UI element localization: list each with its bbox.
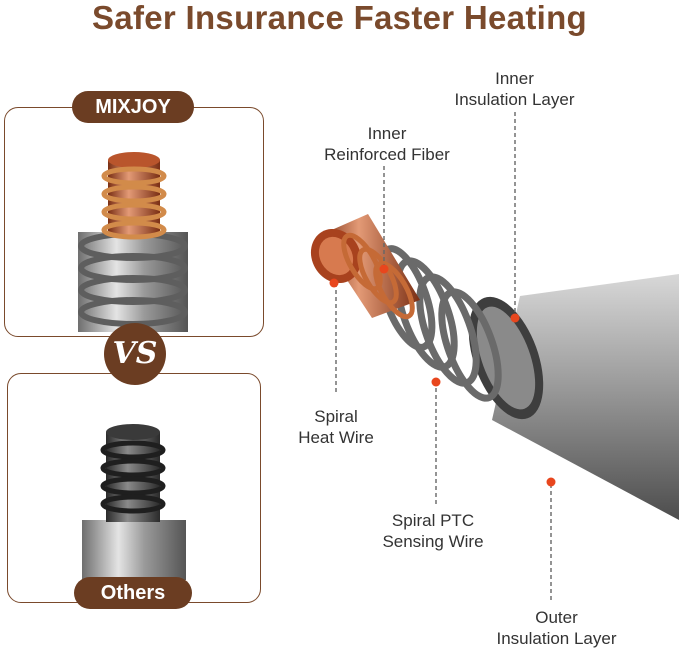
- label-inner-fiber: Inner Reinforced Fiber: [302, 123, 472, 165]
- marker-inner-fiber: [379, 264, 389, 274]
- label-inner-insulation-line1: Inner: [495, 69, 534, 88]
- others-cable-image: [82, 424, 186, 580]
- page-title: Safer Insurance Faster Heating: [91, 0, 587, 36]
- marker-inner-insulation: [510, 313, 520, 323]
- others-badge: Others: [74, 577, 192, 609]
- label-spiral-heat-line1: Spiral: [314, 407, 358, 426]
- label-spiral-heat-line2: Heat Wire: [298, 428, 374, 447]
- mixjoy-cable-image: [78, 152, 188, 332]
- cable-cross-section-image: [310, 214, 679, 520]
- marker-spiral-heat: [329, 278, 339, 288]
- brand-badge: MIXJOY: [72, 91, 194, 123]
- label-spiral-heat: Spiral Heat Wire: [284, 406, 388, 448]
- callout-lines: [335, 112, 552, 600]
- label-outer-insulation-line1: Outer: [535, 608, 578, 627]
- label-ptc: Spiral PTC Sensing Wire: [361, 510, 505, 552]
- label-inner-fiber-line1: Inner: [367, 124, 407, 143]
- marker-outer-insulation: [546, 477, 556, 487]
- vs-badge: VS: [104, 323, 166, 385]
- marker-ptc: [431, 377, 441, 387]
- label-outer-insulation: Outer Insulation Layer: [474, 607, 639, 649]
- label-ptc-line1: Spiral PTC: [391, 511, 475, 530]
- label-inner-fiber-line2: Reinforced Fiber: [324, 145, 450, 164]
- label-ptc-line2: Sensing Wire: [382, 532, 484, 551]
- label-inner-insulation-line2: Insulation Layer: [454, 90, 575, 109]
- callout-markers: [329, 264, 556, 487]
- label-inner-insulation: Inner Insulation Layer: [432, 68, 597, 110]
- label-outer-insulation-line2: Insulation Layer: [496, 629, 617, 648]
